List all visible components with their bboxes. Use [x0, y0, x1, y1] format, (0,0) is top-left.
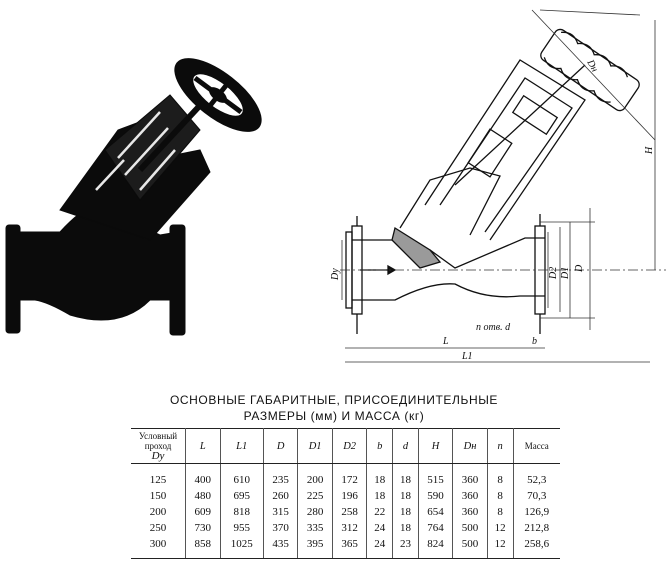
table-cell: 400: [185, 463, 221, 488]
dim-label-d1: D1: [560, 267, 571, 280]
table-cell: 858: [185, 536, 221, 559]
table-cell: 225: [297, 488, 333, 504]
table-cell: 196: [332, 488, 368, 504]
table-cell: 500: [452, 536, 488, 559]
column-header-h: H: [418, 428, 454, 464]
table-cell: 590: [418, 488, 454, 504]
table-cell: 824: [418, 536, 454, 559]
table-cell: 360: [452, 488, 488, 504]
table-cell: 18: [392, 488, 419, 504]
table-cell: 250: [131, 520, 186, 536]
table-cell: 8: [487, 488, 514, 504]
table-cell: 818: [220, 504, 264, 520]
dim-label-b: b: [532, 336, 537, 347]
table-cell: 12: [487, 520, 514, 536]
table-cell: 360: [452, 463, 488, 488]
column-header-d-hole: d: [392, 428, 419, 464]
column-header-dy: Условный проход Dy: [131, 428, 186, 464]
table-cell: 24: [366, 536, 394, 559]
table-cell: 18: [366, 463, 394, 488]
table-caption-line-1: ОСНОВНЫЕ ГАБАРИТНЫЕ, ПРИСОЕДИНИТЕЛЬНЫЕ: [169, 393, 499, 407]
table-cell: 360: [452, 504, 488, 520]
table-cell: 12: [487, 536, 514, 559]
table-cell: 610: [220, 463, 264, 488]
table-cell: 172: [332, 463, 368, 488]
column-header-l: L: [185, 428, 221, 464]
table-cell: 18: [392, 520, 419, 536]
column-header-d2: D2: [332, 428, 368, 464]
table-cell: 370: [263, 520, 299, 536]
table-cell: 260: [263, 488, 299, 504]
table-cell: 315: [263, 504, 299, 520]
column-header-d: D: [263, 428, 299, 464]
table-cell: 22: [366, 504, 394, 520]
table-cell: 312: [332, 520, 368, 536]
table-cell: 23: [392, 536, 419, 559]
table-cell: 8: [487, 504, 514, 520]
valve-photo: [5, 58, 262, 336]
table-cell: 609: [185, 504, 221, 520]
table-cell: 335: [297, 520, 333, 536]
table-cell: 955: [220, 520, 264, 536]
column-header-l1: L1: [220, 428, 264, 464]
table-cell: 515: [418, 463, 454, 488]
column-header-b: b: [366, 428, 394, 464]
table-cell: 258: [332, 504, 368, 520]
dim-label-d: D: [574, 264, 585, 273]
table-cell: 18: [366, 488, 394, 504]
dim-label-l: L: [442, 336, 449, 347]
table-header-row: Условный проход Dy L L1 D D1 D2 b d H Dн…: [131, 428, 560, 464]
table-cell: 365: [332, 536, 368, 559]
table-cell: 24: [366, 520, 394, 536]
table-cell: 1025: [220, 536, 264, 559]
table-cell: 300: [131, 536, 186, 559]
dim-label-l1: L1: [461, 351, 473, 362]
table-cell: 18: [392, 504, 419, 520]
table-cell: 18: [392, 463, 419, 488]
dim-label-d2: D2: [548, 267, 559, 280]
table-cell: 52,3: [527, 474, 547, 486]
column-header-n: n: [487, 428, 514, 464]
table-cell: 200: [131, 504, 186, 520]
table-cell: 654: [418, 504, 454, 520]
table-cell: 395: [297, 536, 333, 559]
valve-drawing: Dн Dy D2 D1 D H L L1 n отв. d b: [330, 9, 666, 363]
table-cell: 258,6: [513, 536, 560, 559]
table-cell: 235: [263, 463, 299, 488]
table-cell: 70,3: [527, 490, 547, 502]
column-header-dn: Dн: [452, 428, 488, 464]
table-cell: 764: [418, 520, 454, 536]
table-cell: 150: [131, 488, 186, 504]
table-cell: 435: [263, 536, 299, 559]
table-cell: 280: [297, 504, 333, 520]
dimensions-table: Условный проход Dy L L1 D D1 D2 b d H Dн…: [131, 428, 560, 559]
table-caption-line-2: РАЗМЕРЫ (мм) И МАССА (кг): [243, 409, 425, 423]
dim-label-holes: n отв. d: [476, 322, 511, 333]
table-cell: 200: [297, 463, 333, 488]
column-header-mass: Масса: [513, 428, 560, 464]
table-cell: 8: [487, 463, 514, 488]
table-cell: 480: [185, 488, 221, 504]
dim-label-dn: Dн: [584, 57, 600, 74]
table-cell: 695: [220, 488, 264, 504]
table-cell: 126,9: [524, 506, 550, 518]
dim-label-h: H: [644, 146, 655, 155]
table-cell: 730: [185, 520, 221, 536]
dim-label-dy: Dy: [330, 268, 341, 281]
table-cell: 125: [131, 463, 186, 488]
column-header-d1: D1: [297, 428, 333, 464]
table-cell: 500: [452, 520, 488, 536]
table-cell: 212,8: [524, 522, 550, 534]
